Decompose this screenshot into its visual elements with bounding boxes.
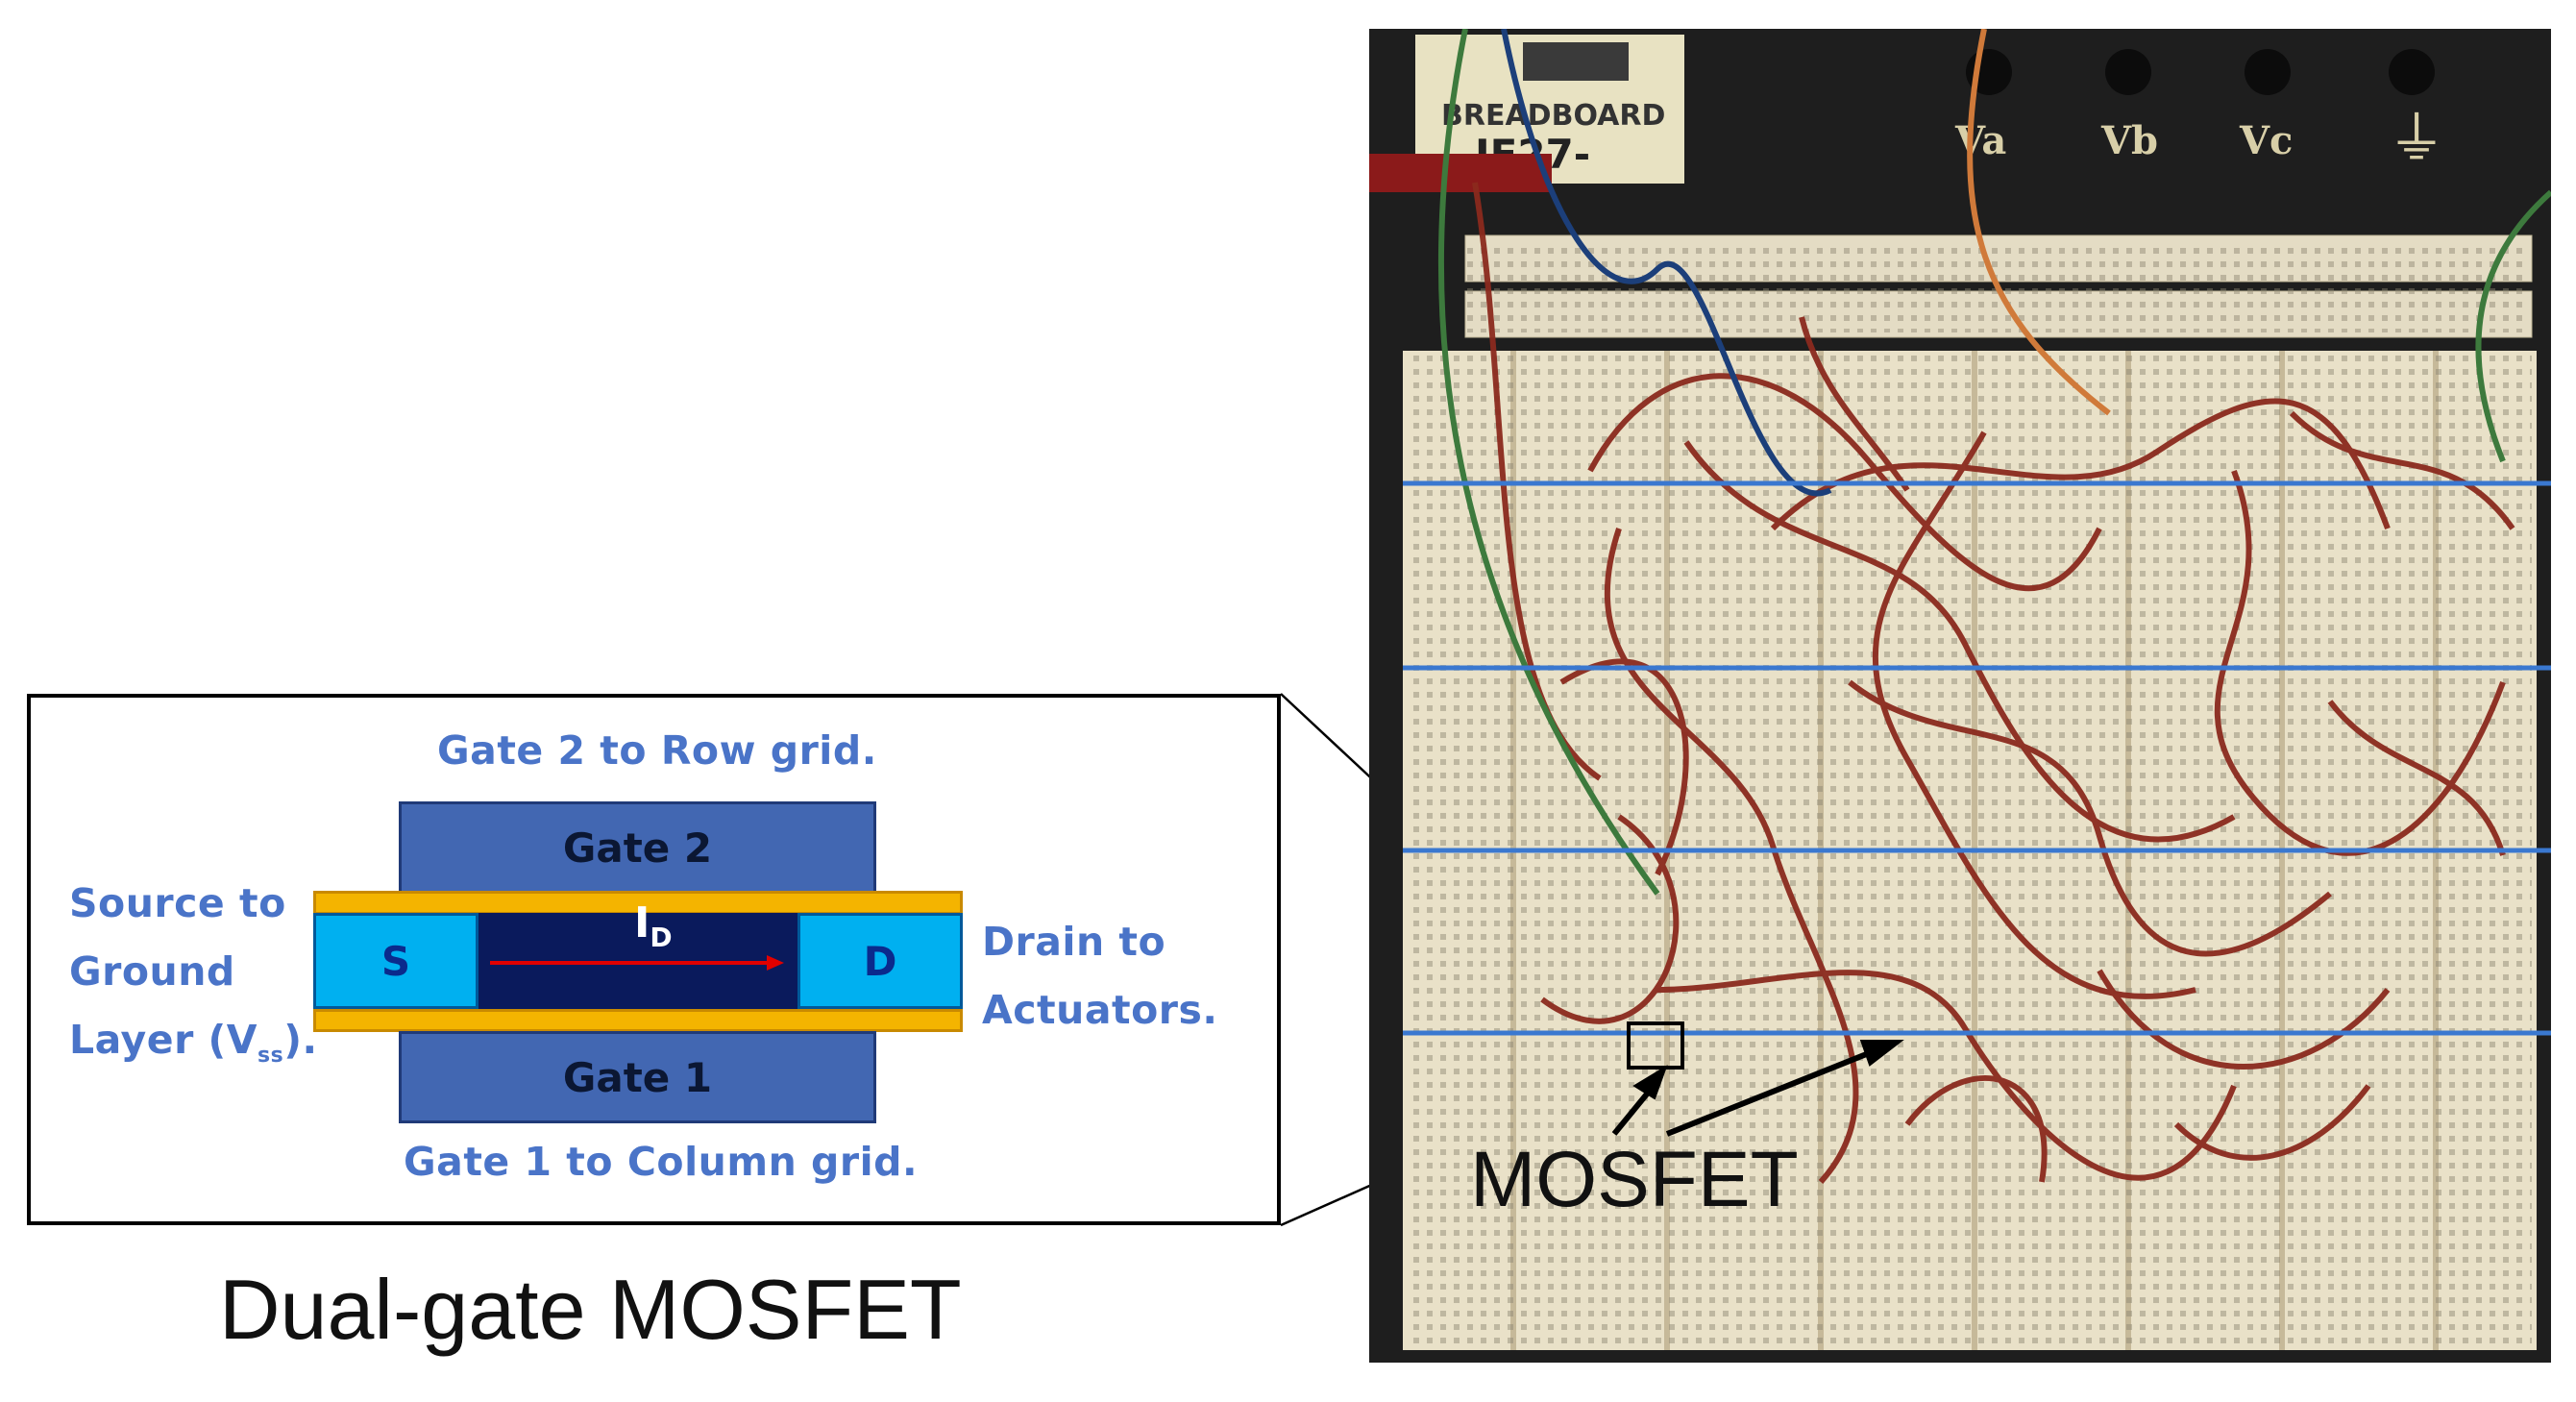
- drain-caption-line1: Drain to: [982, 919, 1166, 965]
- figure-title: Dual-gate MOSFET: [219, 1262, 962, 1357]
- source-region: S: [313, 913, 478, 1009]
- board-label-logo: [1523, 42, 1629, 81]
- terminal-post-vb: [2105, 49, 2151, 95]
- mosfet-highlight-box: [1627, 1021, 1684, 1070]
- mosfet-callout-arrows: [1611, 1040, 1904, 1137]
- source-caption: Source to Ground Layer (Vss).: [69, 870, 318, 1090]
- terminal-label-vb: Vb: [2100, 118, 2158, 163]
- drain-current-arrow: [490, 955, 784, 971]
- source-caption-line2: Ground: [69, 948, 235, 995]
- mosfet-callout-label: MOSFET: [1470, 1136, 1799, 1223]
- ground-symbol: ⏚: [2388, 106, 2445, 173]
- terminal-post-vc: [2245, 49, 2291, 95]
- drain-caption: Drain to Actuators.: [982, 908, 1217, 1045]
- grid-lines: [1403, 480, 2551, 1036]
- gate1-caption: Gate 1 to Column grid.: [404, 1139, 919, 1185]
- green-wire-right: [2475, 189, 2551, 463]
- terminal-label-vc: Vc: [2239, 118, 2293, 163]
- red-clip: [1369, 154, 1552, 192]
- breadboard-illustration: BREADBOARD IE27- Va Vb Vc ⏚: [1369, 29, 2551, 1350]
- terminal-post-ground: [2389, 49, 2435, 95]
- top-oxide-layer: [313, 891, 963, 915]
- drain-current-label: ID: [634, 898, 673, 953]
- gate2-caption: Gate 2 to Row grid.: [437, 727, 877, 774]
- breadboard-photo: BREADBOARD IE27- Va Vb Vc ⏚: [1369, 29, 2551, 1363]
- source-caption-subscript: ss: [258, 1044, 284, 1069]
- blue-wire: [1501, 29, 1832, 497]
- source-caption-line1: Source to: [69, 880, 286, 926]
- green-wire: [1437, 29, 1660, 896]
- drain-region: D: [797, 913, 963, 1009]
- board-label-line1: BREADBOARD: [1441, 99, 1665, 133]
- orange-wire: [1967, 29, 2111, 416]
- terminal-label-va: Va: [1954, 118, 2006, 163]
- source-caption-line3: Layer (Vss).: [69, 1017, 318, 1069]
- bottom-oxide-layer: [313, 1009, 963, 1032]
- gate1-block: Gate 1: [399, 1031, 876, 1123]
- gate2-block: Gate 2: [399, 801, 876, 894]
- drain-caption-line2: Actuators.: [982, 987, 1218, 1033]
